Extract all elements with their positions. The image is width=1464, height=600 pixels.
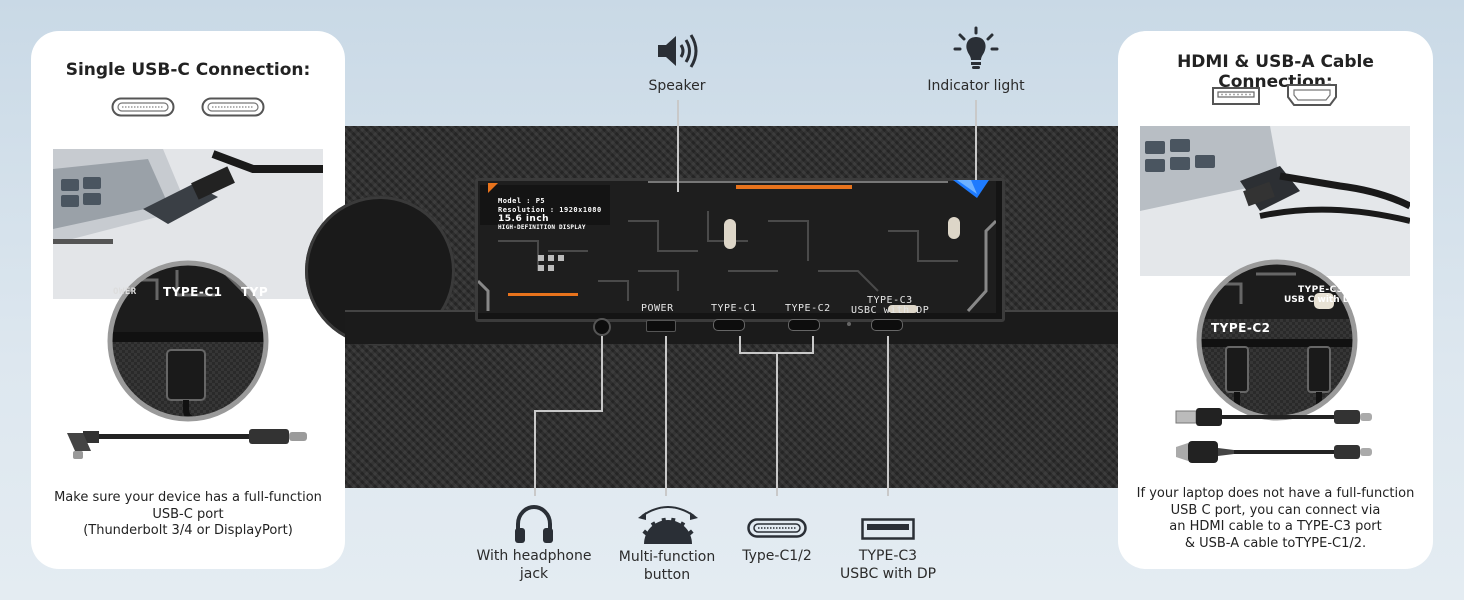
- typec3-label-line-1: TYPE-C3: [858, 548, 918, 564]
- port-zoom-circle-hdmi: [1196, 259, 1358, 421]
- laptop-photo: [53, 149, 323, 299]
- usb-c-icon: [747, 518, 807, 538]
- status-led: [847, 322, 851, 326]
- headphone-label: With headphone jack: [468, 547, 600, 583]
- port-label-type-c2: TYPE-C2: [785, 303, 831, 314]
- right-note-line-3: an HDMI cable to a TYPE-C3 port: [1169, 519, 1382, 534]
- type-c3-port[interactable]: [871, 319, 903, 331]
- light-bulb-icon: [953, 26, 999, 69]
- headphone-leader-horizontal: [534, 410, 603, 412]
- type-c1-port[interactable]: [713, 319, 745, 331]
- typec3-leader: [887, 336, 889, 496]
- right-note-line-2: USB C port, you can connect via: [1170, 502, 1381, 518]
- usb-c-icon: [111, 97, 175, 117]
- headphone-label-line-1: With headphone: [476, 548, 592, 564]
- zoom-label-type-c3: TYPE-C3: [1298, 285, 1344, 295]
- port-label-type-c3: TYPE-C3: [867, 295, 913, 306]
- headphone-leader-down: [534, 410, 536, 496]
- left-note-line-1: Make sure your device has a full-functio…: [54, 490, 322, 505]
- hdmi-icon: [1287, 84, 1337, 106]
- screen-size: 15.6 inch: [498, 214, 550, 224]
- usb-a-icon: [1212, 87, 1260, 105]
- left-note-line-3: (Thunderbolt 3/4 or DisplayPort): [83, 523, 293, 538]
- typec-leader: [776, 352, 778, 496]
- headphone-jack[interactable]: [593, 318, 611, 336]
- indicator-light: [953, 180, 989, 198]
- usb-c-icon: [201, 97, 265, 117]
- multi-function-label: Multi-function button: [606, 548, 728, 584]
- screen-resolution: Resolution : 1920x1080: [498, 206, 602, 214]
- left-card-note: Make sure your device has a full-functio…: [39, 490, 337, 540]
- zoom-label-usbc-dp: USB C with DP: [1284, 295, 1357, 305]
- right-note-line-1: If your laptop does not have a full-func…: [1136, 486, 1415, 501]
- indicator-leader: [975, 100, 977, 180]
- zoom-label-type-c2: TYP: [241, 285, 269, 299]
- port-zoom-circle: [107, 260, 269, 422]
- screen-desc: HIGH-DEFINITION DISPLAY: [498, 224, 586, 231]
- laptop-photo-hdmi: [1140, 126, 1410, 276]
- left-card-title: Single USB-C Connection:: [65, 60, 311, 80]
- headphone-icon: [515, 504, 553, 543]
- speaker-leader: [677, 100, 679, 192]
- usb-c-cable-image: [67, 429, 307, 459]
- right-info-card: HDMI & USB-A Cable Connection:: [1118, 31, 1433, 569]
- headphone-label-line-2: jack: [519, 566, 549, 582]
- type-c2-port[interactable]: [788, 319, 820, 331]
- zoom-label-type-c2-right: TYPE-C2: [1211, 321, 1271, 335]
- screen-panel: Model : P5 Resolution : 1920x1080 15.6 i…: [475, 178, 1005, 322]
- right-card-note: If your laptop does not have a full-func…: [1126, 486, 1425, 552]
- typec-bracket-right: [812, 336, 814, 354]
- speaker-icon: [658, 34, 698, 68]
- portable-monitor: Model : P5 Resolution : 1920x1080 15.6 i…: [305, 126, 1118, 488]
- right-note-line-4: & USB-A cable toTYPE-C1/2.: [1184, 535, 1367, 551]
- speaker-label: Speaker: [648, 78, 706, 94]
- left-note-line-2: USB-C port: [152, 506, 224, 522]
- left-info-card: Single USB-C Connection:: [31, 31, 345, 569]
- hdmi-usb-cables-image: [1175, 408, 1372, 463]
- indicator-light-label: Indicator light: [927, 78, 1025, 94]
- usb-a-icon: [861, 518, 915, 540]
- typec-label: Type-C1/2: [742, 548, 812, 564]
- multi-function-label-line-2: button: [643, 567, 691, 583]
- dial-icon: [638, 506, 698, 544]
- typec3-label: TYPE-C3 USBC with DP: [828, 547, 948, 583]
- right-card-title: HDMI & USB-A Cable Connection:: [1177, 52, 1374, 92]
- zoom-label-type-c1: TYPE-C1: [163, 285, 223, 299]
- typec3-label-line-2: USBC with DP: [839, 566, 937, 582]
- screen-model: Model : P5: [498, 197, 546, 205]
- zoom-label-power: OWER: [113, 287, 137, 297]
- typec-bracket-left: [739, 336, 741, 354]
- button-leader: [665, 336, 667, 496]
- port-label-type-c1: TYPE-C1: [711, 303, 757, 314]
- port-label-power: POWER: [641, 303, 674, 314]
- port-label-usbc-dp: USBC with DP: [851, 305, 930, 316]
- circuit-board-graphic: [478, 181, 996, 313]
- multi-function-label-line-1: Multi-function: [618, 549, 716, 565]
- headphone-leader-vertical: [601, 336, 603, 412]
- multi-function-button[interactable]: [646, 320, 676, 332]
